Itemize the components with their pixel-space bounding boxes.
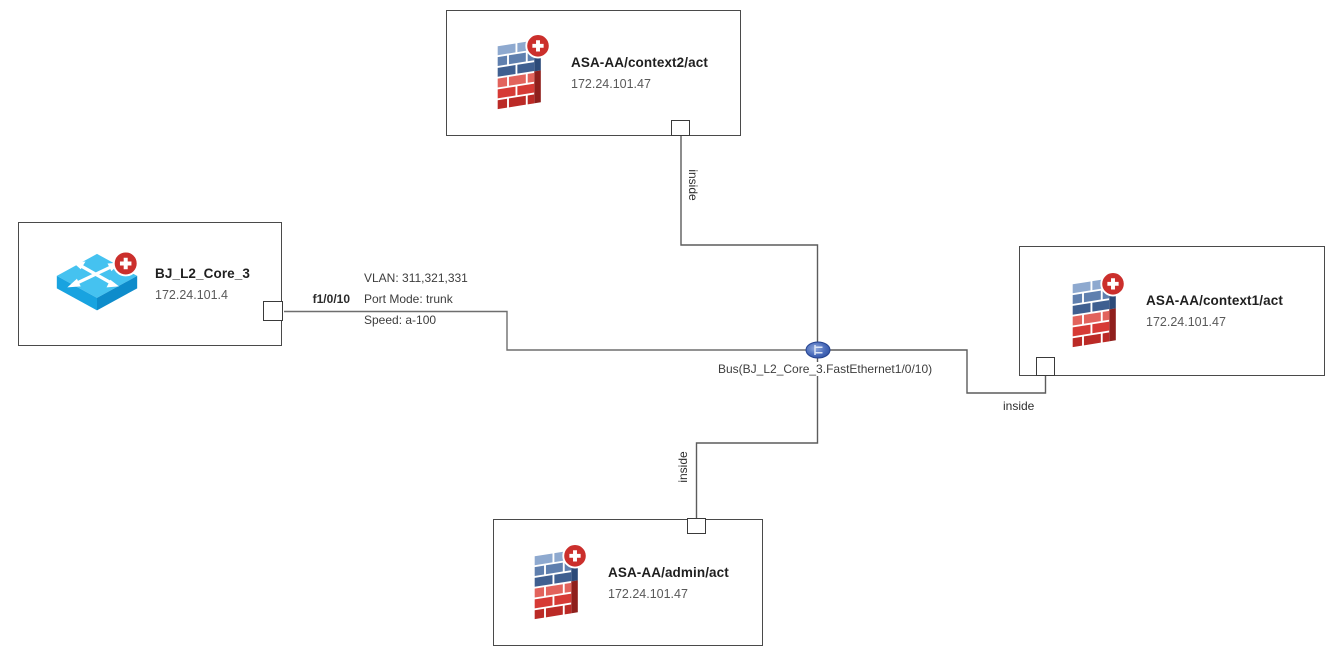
link-context2-to-bus[interactable] — [680, 136, 819, 350]
firewall-icon — [493, 31, 553, 115]
plus-badge-icon — [1100, 271, 1126, 297]
firewall-icon — [530, 541, 590, 625]
firewall-icon — [1068, 269, 1128, 353]
node-name: ASA-AA/context2/act — [571, 55, 708, 70]
port-core3-f1-0-10[interactable] — [263, 301, 283, 321]
link-core3-to-bus[interactable] — [284, 310, 818, 351]
plus-badge-icon — [112, 250, 139, 276]
node-name: BJ_L2_Core_3 — [155, 266, 251, 281]
node-ip: 172.24.101.47 — [1146, 315, 1226, 329]
plus-badge-icon — [525, 33, 551, 59]
interface-label-admin-inside: inside — [676, 451, 690, 483]
node-ip: 172.24.101.47 — [571, 77, 651, 91]
plus-badge-icon — [562, 542, 588, 568]
link-speed-label: Speed: a-100 — [364, 313, 437, 327]
node-asa-context2[interactable]: ASA-AA/context2/act 172.24.101.47 — [446, 10, 741, 136]
node-bj-l2-core-3[interactable]: BJ_L2_Core_3 172.24.101.4 — [18, 222, 282, 346]
port-context2-inside[interactable] — [671, 120, 690, 136]
node-ip: 172.24.101.47 — [608, 586, 688, 601]
port-admin-inside[interactable] — [687, 518, 706, 534]
link-bus-to-context1[interactable] — [818, 349, 1047, 394]
link-port-mode-label: Port Mode: trunk — [364, 292, 453, 306]
node-asa-context1[interactable]: ASA-AA/context1/act 172.24.101.47 — [1019, 246, 1325, 376]
node-name: ASA-AA/context1/act — [1146, 293, 1283, 308]
node-ip: 172.24.101.4 — [155, 288, 228, 302]
interface-label-context2-inside: inside — [686, 169, 700, 201]
node-asa-admin[interactable]: ASA-AA/admin/act 172.24.101.47 — [493, 519, 763, 646]
link-vlan-label: VLAN: 311,321,331 — [364, 271, 468, 285]
link-bus-to-admin[interactable] — [695, 350, 819, 519]
switch-icon — [53, 250, 141, 319]
bus-icon[interactable] — [805, 341, 831, 359]
node-name: ASA-AA/admin/act — [608, 564, 729, 580]
interface-label-context1-inside: inside — [1003, 399, 1035, 413]
link-port-label: f1/0/10 — [312, 292, 350, 306]
bus-label: Bus(BJ_L2_Core_3.FastEthernet1/0/10) — [716, 362, 933, 376]
port-context1-inside[interactable] — [1036, 357, 1055, 376]
